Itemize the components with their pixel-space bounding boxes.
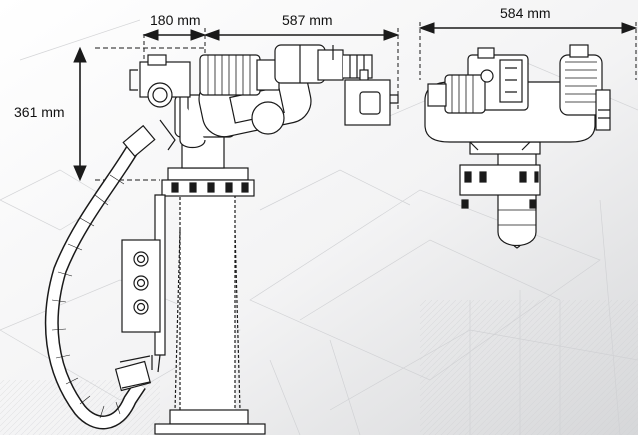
front-view-machine [424,44,611,249]
dimension-lines [73,22,638,182]
side-view-machine [44,44,399,435]
dimension-top-right-width: 584 mm [500,5,551,21]
dimension-height: 361 mm [14,104,65,120]
dimension-top-left-width: 180 mm [150,12,201,28]
dimension-top-middle-width: 587 mm [282,12,333,28]
